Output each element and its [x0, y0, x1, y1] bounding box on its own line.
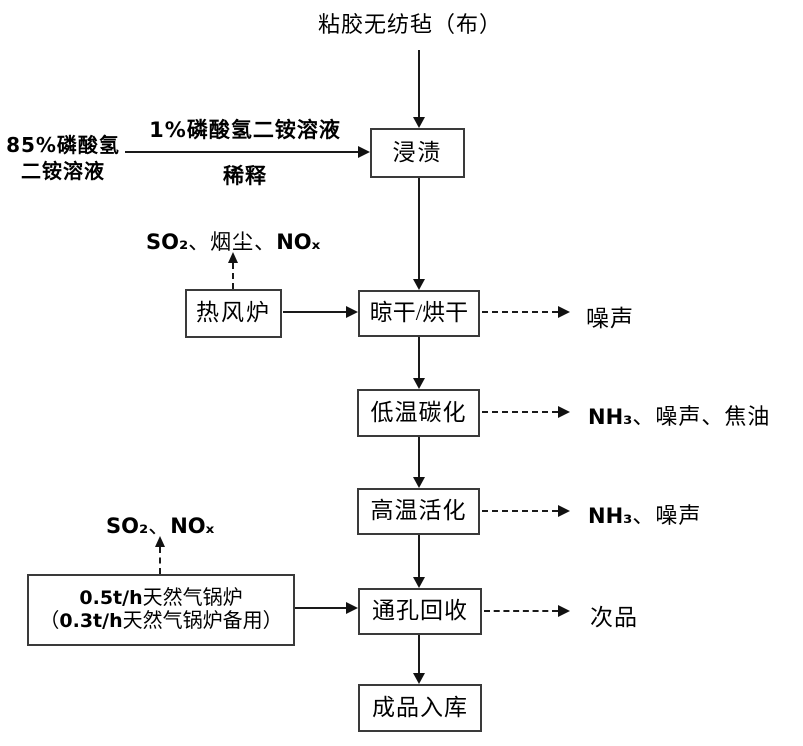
arrow-boiler-emission-head [155, 536, 165, 547]
label-defective-product: 次品 [590, 605, 638, 630]
boiler-emission-so2: SO₂ [106, 514, 149, 538]
gas-boiler-label-line1: 0.5t/h天然气锅炉 [79, 587, 242, 610]
process-box-gas-boiler: 0.5t/h天然气锅炉 （0.3t/h天然气锅炉备用） [27, 574, 295, 646]
label-boiler-emissions: SO₂、NOₓ [106, 510, 214, 540]
dashed-arrow-hightemp-out-line [482, 510, 558, 512]
arrow-furnace-emission-head [228, 252, 238, 263]
boiler-emission-sep: 、 [148, 514, 171, 538]
label-solution-line1: 85%磷酸氢 [6, 133, 120, 157]
label-raw-material: 粘胶无纺毡（布） [317, 12, 502, 37]
dashed-arrow-dry-noise-line [482, 311, 558, 313]
arrow-lowtemp-to-hightemp-head [413, 477, 425, 488]
high-temp-activation-label: 高温活化 [370, 498, 467, 524]
arrow-hole-to-storage-line [418, 635, 420, 673]
arrow-material-to-dip-line [418, 50, 420, 117]
label-dilute-solution: 1%磷酸氢二铵溶液 [149, 118, 341, 142]
arrow-hightemp-to-hole-line [418, 535, 420, 577]
arrow-dip-to-dry-line [418, 178, 420, 279]
finished-storage-label: 成品入库 [372, 694, 468, 720]
lowtemp-emission-nh3: NH₃ [588, 405, 633, 429]
boiler-emission-nox: NOₓ [170, 514, 215, 538]
arrow-dip-to-dry-head [413, 279, 425, 290]
arrow-hole-to-storage-head [413, 673, 425, 684]
gas-boiler-label-line2: （0.3t/h天然气锅炉备用） [39, 610, 282, 633]
label-dilution: 稀释 [223, 164, 267, 188]
arrow-furnace-to-dry-head [346, 306, 358, 318]
arrow-solution-to-dip-line [125, 151, 359, 153]
hightemp-emission-noise: 、噪声 [632, 503, 702, 528]
dashed-arrow-dry-noise-head [558, 306, 570, 318]
boiler-name-backup: 天然气锅炉备用） [122, 610, 283, 632]
hightemp-emission-nh3: NH₃ [588, 504, 633, 528]
dashed-arrow-lowtemp-out-head [558, 406, 570, 418]
label-lowtemp-emissions: NH₃、噪声、焦油 [588, 399, 770, 431]
through-hole-recovery-label: 通孔回收 [372, 598, 468, 624]
impregnation-label: 浸渍 [392, 139, 443, 165]
arrow-hightemp-to-hole-head [413, 577, 425, 588]
boiler-name-main: 天然气锅炉 [142, 587, 243, 609]
dashed-arrow-hole-out-line [484, 610, 558, 612]
hot-air-furnace-label: 热风炉 [196, 300, 271, 326]
process-box-through-hole-recovery: 通孔回收 [358, 588, 482, 635]
boiler-capacity-main: 0.5t/h [79, 587, 143, 609]
arrow-dry-to-lowtemp-head [413, 378, 425, 389]
arrow-furnace-to-dry-line [283, 311, 347, 313]
label-solution-line2: 二铵溶液 [21, 159, 105, 183]
low-temp-carbonization-label: 低温碳化 [370, 399, 467, 425]
lowtemp-emission-noise-tar: 、噪声、焦油 [632, 404, 771, 429]
arrow-lowtemp-to-hightemp-line [418, 437, 420, 477]
label-hightemp-emissions: NH₃、噪声 [588, 498, 701, 530]
arrow-furnace-emission-line [232, 263, 234, 289]
arrow-boiler-to-hole-head [346, 602, 358, 614]
furnace-emission-dust: 、烟尘、 [188, 230, 277, 254]
furnace-emission-nox: NOₓ [276, 230, 321, 254]
furnace-emission-so2: SO₂ [146, 230, 189, 254]
boiler-paren-open: （ [39, 610, 60, 632]
process-box-hot-air-furnace: 热风炉 [185, 289, 282, 338]
process-box-drying: 晾干/烘干 [358, 290, 480, 337]
arrow-boiler-emission-line [159, 547, 161, 574]
arrow-solution-to-dip-head [358, 146, 370, 158]
arrow-boiler-to-hole-line [295, 607, 347, 609]
process-box-impregnation: 浸渍 [370, 128, 465, 178]
arrow-dry-to-lowtemp-line [418, 337, 420, 378]
label-furnace-emissions: SO₂、烟尘、NOₓ [146, 226, 320, 256]
arrow-material-to-dip-head [413, 117, 425, 128]
process-box-low-temp-carbonization: 低温碳化 [357, 389, 480, 437]
process-box-high-temp-activation: 高温活化 [357, 488, 480, 535]
boiler-capacity-backup: 0.3t/h [59, 610, 123, 632]
dashed-arrow-hightemp-out-head [558, 505, 570, 517]
label-dry-noise: 噪声 [586, 306, 634, 331]
dashed-arrow-lowtemp-out-line [482, 411, 558, 413]
dashed-arrow-hole-out-head [558, 605, 570, 617]
process-box-finished-storage: 成品入库 [358, 684, 482, 732]
drying-label: 晾干/烘干 [369, 300, 469, 326]
